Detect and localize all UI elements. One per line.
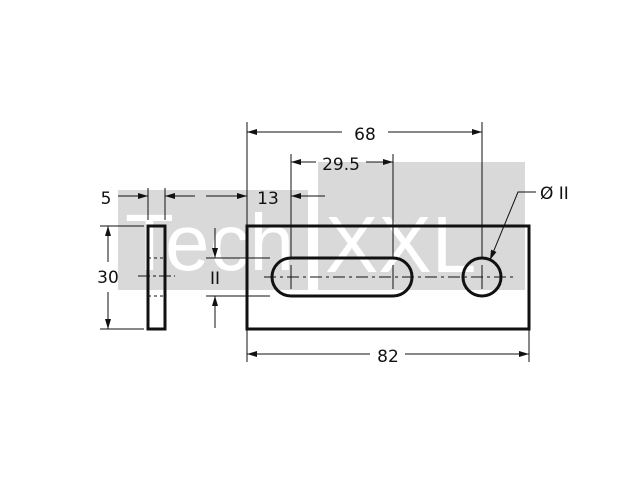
watermark-band: [118, 190, 308, 290]
dim-label-68: 68: [354, 125, 376, 145]
dim-label-slot-width: II: [210, 269, 220, 289]
leader-line-hole-diameter: [489, 191, 536, 261]
dimensions: [100, 122, 536, 362]
dim-label-13: 13: [257, 189, 279, 209]
front-view: [245, 224, 531, 331]
side-view: [138, 224, 175, 331]
watermark-text-xxl: XXL: [325, 200, 476, 289]
dim-label-5: 5: [101, 189, 112, 209]
dim-label-hole-diameter: Ø II: [540, 184, 569, 204]
watermark-text-tech: Tech: [125, 198, 294, 287]
side-view-outline: [146, 224, 167, 331]
dim-label-29-5: 29.5: [322, 155, 360, 175]
dimension-labels: 68 29.5 13 5 30 II 82 Ø II: [97, 125, 569, 367]
dim-label-30: 30: [97, 268, 119, 288]
dim-label-82: 82: [377, 347, 399, 367]
plate-outline: [245, 224, 531, 331]
